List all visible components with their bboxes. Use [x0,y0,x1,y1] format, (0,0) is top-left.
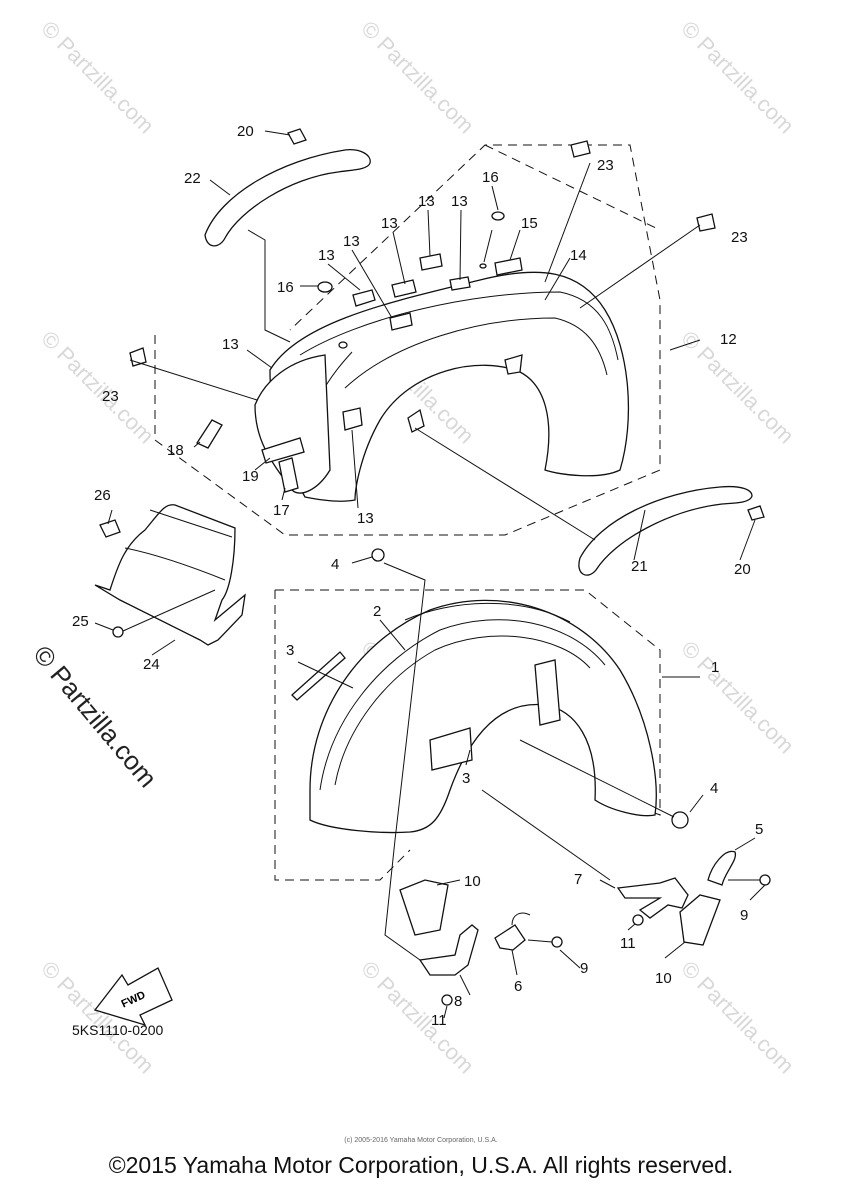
callout-2: 2 [373,603,381,620]
bracket-7 [616,877,689,919]
callout-19: 19 [242,468,259,485]
bumper-23a [129,347,147,367]
callout-9b: 9 [580,960,588,977]
watermark-1: © Partzilla.com [36,16,159,139]
callout-5: 5 [755,821,763,838]
callout-10b: 10 [655,970,672,987]
watermark-6: © Partzilla.com [676,326,799,449]
callout-13g: 13 [357,510,374,527]
front-group-boundary [274,589,661,881]
callout-13a: 13 [418,193,435,210]
callout-6: 6 [514,978,522,995]
rear-fender-group [129,128,765,576]
callout-12: 12 [720,331,737,348]
tail-cover-24 [94,504,246,646]
clip-6 [494,924,526,951]
callout-7: 7 [574,871,582,888]
side-rail-22 [204,149,371,247]
callout-23c: 23 [731,229,748,246]
rear-group-boundary [154,144,661,536]
callout-13b: 13 [451,193,468,210]
bumper-23b [570,140,591,158]
part-19 [261,437,305,464]
rear-leaders [129,130,756,561]
watermark-3: © Partzilla.com [676,16,799,139]
callout-1: 1 [711,659,719,676]
part-18 [196,419,223,449]
callout-11a: 11 [620,935,636,952]
callout-3a: 3 [286,642,294,659]
side-rail-21 [578,485,753,576]
callout-10a: 10 [464,873,481,890]
reflector-10a [399,879,449,936]
watermark-11: © Partzilla.com [676,956,799,1079]
callout-20b: 20 [734,561,751,578]
bolt-20b [747,505,765,521]
watermark-2: © Partzilla.com [356,16,479,139]
bumper-23c [696,213,716,232]
callout-18: 18 [167,442,184,459]
copyright-footer: ©2015 Yamaha Motor Corporation, U.S.A. A… [108,1152,734,1178]
callout-23a: 23 [102,388,119,405]
callout-13f: 13 [222,336,239,353]
reflector-10b [679,894,721,946]
diagram-code: 5KS1110-0200 [72,1022,164,1038]
clip-5 [707,850,737,886]
callout-20a: 20 [237,123,254,140]
callout-13c: 13 [381,215,398,232]
callout-17: 17 [273,502,290,519]
callout-25: 25 [72,613,89,630]
callout-4b: 4 [710,780,718,797]
front-fender-1 [309,599,657,834]
callout-26: 26 [94,487,111,504]
callout-16b: 16 [277,279,294,296]
callout-13e: 13 [318,247,335,264]
callout-8: 8 [454,993,462,1010]
fender-stay [534,659,561,726]
callouts: 20 22 13 13 16 23 13 15 23 13 13 14 16 1… [72,123,763,1029]
callout-21: 21 [631,558,648,575]
watermark-8: © Partzilla.com [676,636,799,759]
callout-3b: 3 [462,770,470,787]
callout-11b: 11 [431,1012,447,1029]
callout-4a: 4 [331,556,339,573]
callout-16a: 16 [482,169,499,186]
callout-24: 24 [143,656,160,673]
callout-15: 15 [521,215,538,232]
callout-9a: 9 [740,907,748,924]
watermark-10: © Partzilla.com [356,956,479,1079]
callout-14: 14 [570,247,587,264]
tail-cover-group [94,504,246,656]
callout-23b: 23 [597,157,614,174]
watermark-4: © Partzilla.com [36,326,159,449]
fwd-arrow [93,967,173,1027]
rear-fender [269,271,630,502]
callout-13d: 13 [343,233,360,250]
callout-22: 22 [184,170,201,187]
front-fender-group: FWD [93,548,771,1027]
part-17 [278,457,299,493]
bolt-20a [287,128,307,145]
tiny-credit: (c) 2005-2016 Yamaha Motor Corporation, … [344,1137,498,1144]
bracket-8 [418,924,479,976]
